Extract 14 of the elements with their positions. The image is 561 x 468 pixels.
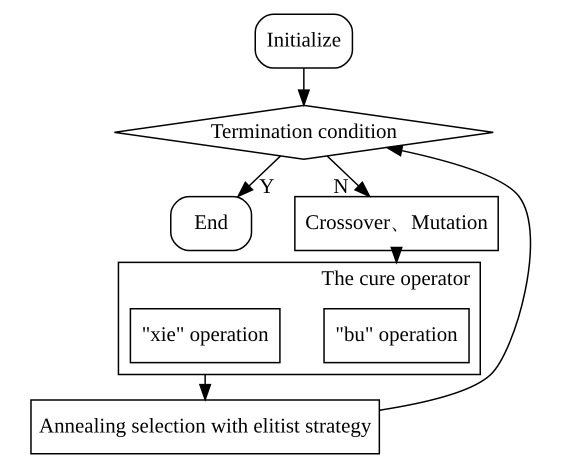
- node-box: "xie" operation: [129, 308, 280, 364]
- node-box: Annealing selection with elitist strategy: [30, 399, 380, 455]
- node-box: Initialize: [254, 13, 353, 69]
- node-box: End: [170, 196, 252, 252]
- arrow: [390, 246, 402, 265]
- node-box: "bu" operation: [322, 308, 470, 364]
- edge-label: Y: [258, 174, 274, 198]
- edge-label: N: [332, 174, 348, 198]
- arrow: [236, 156, 280, 198]
- arrow: [297, 68, 310, 108]
- node-diamond: Termination condition: [113, 104, 494, 160]
- arrow: [378, 144, 531, 411]
- arrow: [198, 374, 211, 402]
- arrow: [326, 156, 371, 198]
